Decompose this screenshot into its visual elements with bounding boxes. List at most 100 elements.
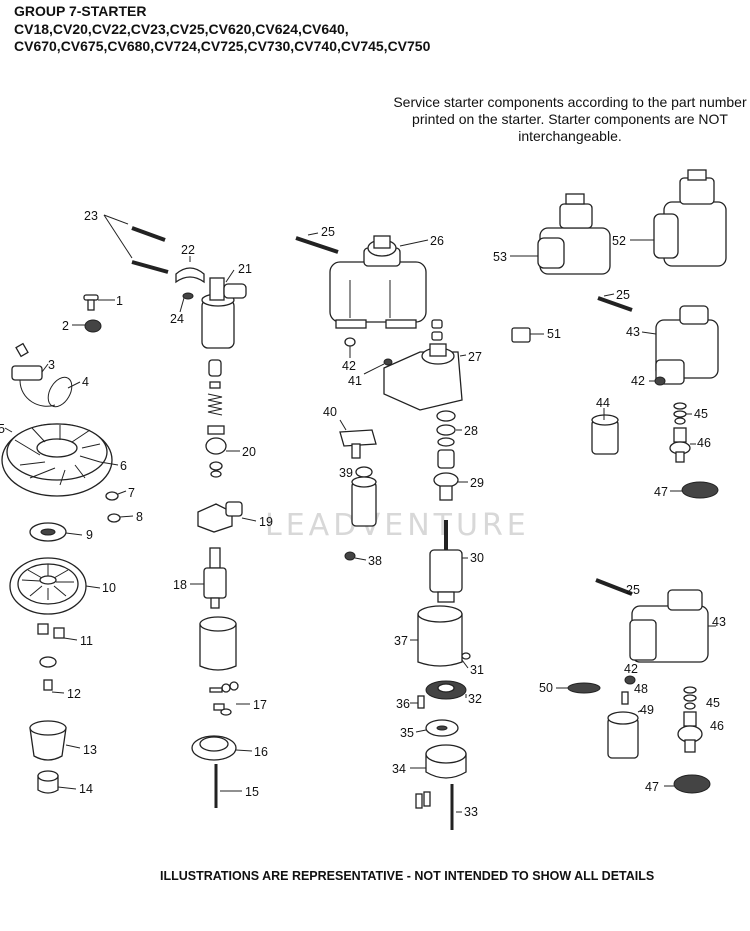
- part-52-starter: [630, 169, 727, 267]
- part-20-pinion: [205, 425, 240, 478]
- callout-48: 48: [634, 682, 648, 696]
- part-31-washer: [461, 652, 471, 669]
- callout-13: 13: [83, 743, 97, 757]
- callout-37: 37: [394, 634, 408, 648]
- part-38-boot: [344, 551, 367, 561]
- callout-50: 50: [539, 681, 553, 695]
- part-6-starter-cover: [1, 423, 119, 497]
- callout-15: 15: [245, 785, 259, 799]
- callout-17: 17: [253, 698, 267, 712]
- part-21-drive-housing: [201, 269, 247, 349]
- callout-47-upper: 47: [654, 485, 668, 499]
- part-9-washer: [29, 522, 83, 542]
- part-45b-washers: [683, 686, 697, 710]
- callout-38: 38: [368, 554, 382, 568]
- callout-42-right: 42: [631, 374, 645, 388]
- callout-34: 34: [392, 762, 406, 776]
- part-27-drive-end-housing: [383, 343, 467, 411]
- callout-18: 18: [173, 578, 187, 592]
- callout-29: 29: [470, 476, 484, 490]
- part-47a-brush-plate: [670, 481, 719, 499]
- part-46b-pinion: [677, 711, 703, 753]
- part-25c-bolt: [595, 578, 633, 596]
- callout-20: 20: [242, 445, 256, 459]
- part-22-bracket: [175, 256, 205, 284]
- callout-33: 33: [464, 805, 478, 819]
- callout-16: 16: [254, 745, 268, 759]
- callout-36: 36: [396, 697, 410, 711]
- part-51-connector: [511, 327, 544, 343]
- part-48-screw: [621, 691, 629, 705]
- callout-7: 7: [128, 486, 135, 500]
- callout-22: 22: [181, 243, 195, 257]
- callout-8: 8: [136, 510, 143, 524]
- callout-2: 2: [62, 319, 69, 333]
- callout-43-upper: 43: [626, 325, 640, 339]
- callout-24: 24: [170, 312, 184, 326]
- part-7-washer: [105, 490, 127, 501]
- callout-9: 9: [86, 528, 93, 542]
- part-42a-nut: [344, 337, 356, 358]
- part-spring-stack: [207, 359, 223, 416]
- part-29-drive-pinion: [433, 449, 468, 501]
- part-50-plate: [556, 682, 601, 694]
- part-13-cup: [29, 720, 81, 761]
- part-41-nut: [363, 358, 393, 375]
- part-30-armature: [429, 520, 468, 603]
- part-46a-pinion: [669, 427, 696, 463]
- part-53-starter: [510, 193, 611, 275]
- part-37-frame: [410, 605, 463, 667]
- part-motor-frame: [199, 616, 237, 671]
- part-2-washer: [72, 319, 102, 333]
- part-3-handle: [11, 342, 49, 381]
- part-45a-washers: [673, 402, 692, 425]
- part-32-brush-holder: [425, 680, 467, 700]
- callout-14: 14: [79, 782, 93, 796]
- part-49-solenoid: [607, 709, 643, 759]
- callout-51: 51: [547, 327, 561, 341]
- footer-disclaimer: ILLUSTRATIONS ARE REPRESENTATIVE - NOT I…: [160, 869, 655, 883]
- part-screws-pair: [415, 791, 431, 809]
- part-35-plate: [415, 719, 459, 737]
- callout-25-upper: 25: [321, 225, 335, 239]
- callout-44: 44: [596, 396, 610, 410]
- part-12-screw-retainer: [39, 656, 65, 694]
- callout-28: 28: [464, 424, 478, 438]
- part-36-screw: [410, 695, 425, 709]
- part-39-plunger: [351, 466, 377, 527]
- callout-3: 3: [48, 358, 55, 372]
- callout-47-lower: 47: [645, 780, 659, 794]
- part-25b-bolt: [597, 293, 633, 312]
- callout-11: 11: [80, 634, 93, 648]
- callout-42-upper: 42: [342, 359, 356, 373]
- callout-26: 26: [430, 234, 444, 248]
- callout-25-lower: 25: [626, 583, 640, 597]
- part-18-armature: [190, 547, 227, 609]
- callout-42-lower: 42: [624, 662, 638, 676]
- service-note: Service starter components according to …: [393, 94, 747, 144]
- callout-19: 19: [259, 515, 273, 529]
- part-43a-starter: [641, 305, 719, 385]
- part-4-rope: [19, 376, 81, 408]
- part-11-dogs: [37, 623, 78, 641]
- part-10-pulley: [9, 557, 101, 615]
- watermark-text: LEADVENTURE: [265, 508, 530, 543]
- callout-49: 49: [640, 703, 654, 717]
- part-1-screw: [83, 294, 115, 311]
- part-34-end-cap: [410, 744, 467, 779]
- callout-25-right: 25: [616, 288, 630, 302]
- callout-31: 31: [470, 663, 484, 677]
- model-list-line-1: CV18,CV20,CV22,CV23,CV25,CV620,CV624,CV6…: [14, 21, 349, 37]
- callout-30: 30: [470, 551, 484, 565]
- callout-39: 39: [339, 466, 353, 480]
- model-list-line-2: CV670,CV675,CV680,CV724,CV725,CV730,CV74…: [14, 38, 431, 54]
- part-19-brushes: [197, 501, 257, 533]
- callout-4: 4: [82, 375, 89, 389]
- part-25a-bolt: [295, 232, 339, 254]
- part-42c-nut: [624, 675, 636, 685]
- callout-1: 1: [116, 294, 123, 308]
- part-43b-starter: [629, 589, 716, 663]
- part-26-starter-assembly: [329, 235, 429, 329]
- callout-27: 27: [468, 350, 482, 364]
- callout-35: 35: [400, 726, 414, 740]
